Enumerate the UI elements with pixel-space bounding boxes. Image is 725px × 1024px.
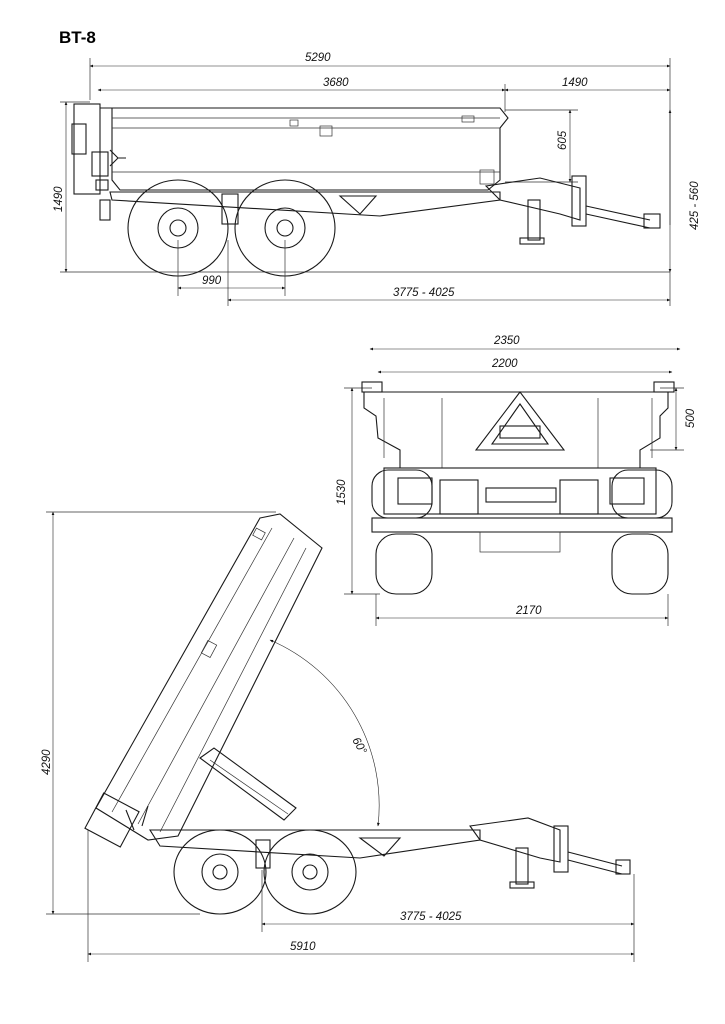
side-axle-bracket bbox=[221, 193, 239, 225]
dim-tipped-overall-length-label: 5910 bbox=[290, 941, 316, 953]
dim-axle-to-hitch: 3775 - 4025 bbox=[227, 272, 671, 306]
side-body bbox=[71, 103, 509, 221]
rear-chassis bbox=[371, 467, 673, 553]
dim-tipped-height: 4290 bbox=[41, 511, 276, 915]
dim-axle-spacing-label: 990 bbox=[202, 275, 222, 287]
dim-hitch-height-label: 425 - 560 bbox=[689, 181, 701, 230]
rear-wheel-left bbox=[371, 469, 433, 595]
dim-tipped-axle-to-hitch-label: 3775 - 4025 bbox=[400, 911, 462, 923]
drawing-title: BT-8 bbox=[59, 28, 96, 47]
dim-tipped-overall-length: 5910 bbox=[87, 830, 635, 962]
dim-rear-side-height-label: 500 bbox=[685, 408, 697, 428]
dim-track-width-label: 2170 bbox=[515, 605, 542, 617]
dim-inner-width: 2200 bbox=[377, 358, 673, 374]
dim-rear-total-height-label: 1530 bbox=[336, 479, 348, 505]
tipped-chassis bbox=[149, 817, 631, 889]
dim-total-height: 1490 bbox=[53, 101, 670, 273]
tipped-hydraulic-cylinder bbox=[199, 747, 297, 821]
dim-body-length: 3680 bbox=[97, 77, 506, 112]
dim-outer-width-label: 2350 bbox=[493, 335, 520, 347]
tipped-angle-arc: 60° bbox=[269, 639, 380, 827]
dim-drawbar-length: 1490 bbox=[504, 77, 671, 92]
tipped-axle-bracket bbox=[255, 839, 271, 869]
dim-tipped-height-label: 4290 bbox=[41, 749, 53, 775]
dim-total-height-label: 1490 bbox=[53, 186, 65, 212]
dim-side-height-label: 605 bbox=[557, 130, 569, 150]
side-view: 5290 3680 1490 605 425 - 560 1 bbox=[53, 52, 701, 306]
tipped-view: 4290 60° bbox=[41, 511, 635, 962]
dim-axle-spacing: 990 bbox=[177, 240, 286, 306]
rear-view: 2350 2200 500 1530 bbox=[336, 335, 697, 626]
tip-angle-label: 60° bbox=[349, 736, 368, 757]
side-chassis bbox=[109, 175, 661, 245]
dim-hitch-height: 425 - 560 bbox=[668, 109, 701, 273]
rear-body bbox=[361, 381, 675, 469]
tipped-wheel-front bbox=[263, 829, 357, 915]
dim-drawbar-length-label: 1490 bbox=[562, 77, 588, 89]
dim-inner-width-label: 2200 bbox=[491, 358, 518, 370]
tipped-wheel-rear bbox=[173, 829, 267, 915]
tipped-body bbox=[84, 513, 323, 848]
dim-tipped-axle-to-hitch: 3775 - 4025 bbox=[261, 870, 635, 962]
dim-rear-side-height: 500 bbox=[650, 387, 697, 451]
dim-rear-total-height: 1530 bbox=[336, 387, 380, 595]
rear-wheel-right bbox=[611, 469, 673, 595]
dim-overall-length-label: 5290 bbox=[305, 52, 331, 64]
dim-body-length-label: 3680 bbox=[323, 77, 349, 89]
dim-track-width: 2170 bbox=[375, 594, 669, 626]
dim-side-height: 605 bbox=[505, 109, 578, 183]
dim-axle-to-hitch-label: 3775 - 4025 bbox=[393, 287, 455, 299]
dim-outer-width: 2350 bbox=[369, 335, 681, 351]
